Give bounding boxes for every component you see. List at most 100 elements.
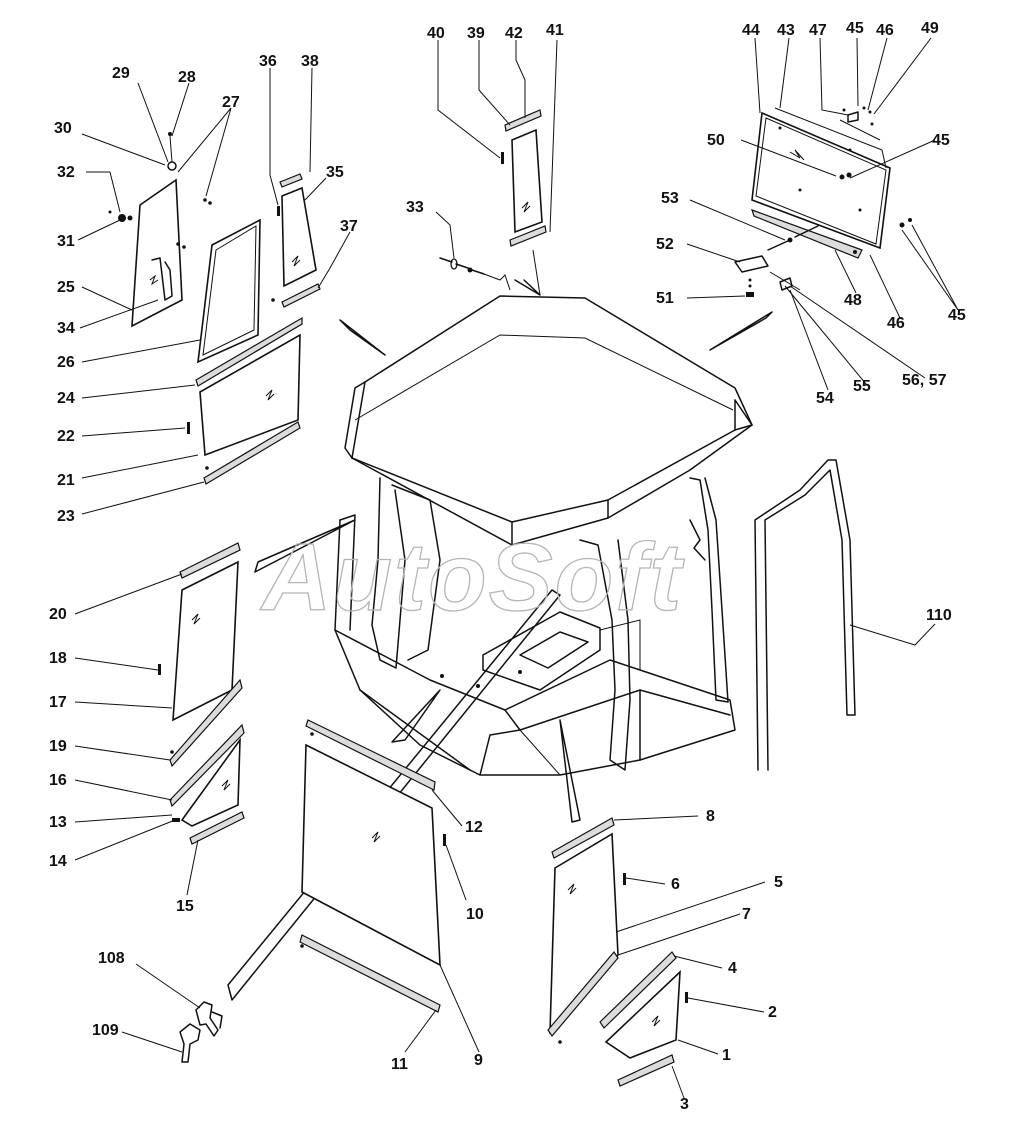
part-label-110: 110 [926, 607, 952, 624]
seal-4 [599, 951, 677, 1029]
top-center-window-group [439, 109, 547, 291]
door-hinge-bracket [689, 519, 706, 561]
clip-6 [623, 873, 626, 885]
part-label-56-57: 56, 57 [902, 372, 947, 389]
part-label-8: 8 [706, 808, 715, 825]
clip-36 [277, 206, 280, 216]
part-label-39: 39 [467, 25, 485, 42]
glass-1 [604, 970, 681, 1059]
part-label-14: 14 [49, 853, 67, 870]
part-label-3: 3 [680, 1096, 689, 1113]
seal-12 [305, 719, 436, 791]
glass-13 [180, 737, 241, 827]
part-label-4: 4 [728, 960, 737, 977]
front-window-group [299, 719, 446, 1013]
clip-2 [685, 992, 688, 1003]
part-label-48: 48 [844, 292, 862, 309]
cab-pillars [334, 477, 729, 771]
leader-lines [74, 37, 959, 1099]
part-label-46-top: 46 [876, 22, 894, 39]
part-label-15: 15 [176, 898, 194, 915]
part-label-36: 36 [259, 53, 277, 70]
part-label-35: 35 [326, 164, 344, 181]
door-handles [179, 1001, 223, 1063]
part-label-13: 13 [49, 814, 67, 831]
part-label-43: 43 [777, 22, 795, 39]
seal-37 [281, 283, 321, 308]
clip-10 [443, 834, 446, 846]
seal-20 [179, 542, 241, 579]
part-label-33: 33 [406, 199, 424, 216]
seal-42 [504, 109, 542, 132]
glass-26 [197, 218, 261, 364]
glass-44 [751, 111, 891, 250]
part-number-labels: 40 39 42 41 44 43 47 45 46 49 29 28 27 3… [49, 20, 966, 1113]
seal-11 [299, 934, 441, 1013]
right-door-window-group [547, 817, 688, 1087]
part-label-20: 20 [49, 606, 67, 623]
seal-8 [551, 817, 615, 859]
part-label-31: 31 [57, 233, 75, 250]
part-label-50: 50 [707, 132, 725, 149]
part-label-51: 51 [656, 290, 674, 307]
seal-16 [169, 723, 245, 808]
part-label-54: 54 [816, 390, 834, 407]
part-label-37: 37 [340, 218, 358, 235]
cab-roof [344, 295, 753, 546]
part-label-49: 49 [921, 20, 939, 37]
seal-38 [279, 173, 303, 188]
part-label-45-mid: 45 [932, 132, 950, 149]
part-label-32: 32 [57, 164, 75, 181]
glass-39 [511, 128, 543, 234]
part-label-44: 44 [742, 22, 760, 39]
part-label-18: 18 [49, 650, 67, 667]
part-label-5: 5 [774, 874, 783, 891]
cab-assembly [334, 295, 753, 776]
part-label-109: 109 [92, 1022, 119, 1039]
part-label-25: 25 [57, 279, 75, 296]
part-label-21: 21 [57, 472, 75, 489]
part-label-12: 12 [465, 819, 483, 836]
clip-18 [158, 664, 161, 675]
part-label-26: 26 [57, 354, 75, 371]
clip-22 [187, 422, 190, 434]
seal-3 [617, 1054, 675, 1087]
part-label-47: 47 [809, 22, 827, 39]
part-label-29: 29 [112, 65, 130, 82]
part-label-2: 2 [768, 1004, 777, 1021]
part-label-45-low: 45 [948, 307, 966, 324]
door-seal-strip-110 [754, 459, 856, 771]
part-label-19: 19 [49, 738, 67, 755]
seal-24 [195, 316, 303, 387]
part-label-55: 55 [853, 378, 871, 395]
part-label-9: 9 [474, 1052, 483, 1069]
part-51 [746, 292, 754, 297]
part-label-42: 42 [505, 25, 523, 42]
cab-floor-frame [334, 611, 736, 776]
part-label-16: 16 [49, 772, 67, 789]
part-label-40: 40 [427, 25, 445, 42]
handle-109 [179, 1023, 201, 1063]
left-upper-window-group [108, 132, 321, 485]
seal-19 [169, 678, 243, 768]
bracket-52 [734, 255, 769, 273]
part-label-23: 23 [57, 508, 75, 525]
part-label-28: 28 [178, 69, 196, 86]
seal-23 [203, 421, 301, 485]
part-label-27: 27 [222, 94, 240, 111]
part-label-11: 11 [391, 1056, 408, 1073]
part-label-6: 6 [671, 876, 680, 893]
clip-40 [501, 152, 504, 164]
handle-108 [195, 1001, 219, 1037]
frame-43 [755, 117, 887, 245]
seal-15 [189, 811, 245, 845]
glass-21 [199, 333, 301, 457]
part-label-46-low: 46 [887, 315, 905, 332]
part-label-22: 22 [57, 428, 75, 445]
part-label-41: 41 [546, 22, 564, 39]
part-label-34: 34 [57, 320, 75, 337]
glass-5 [549, 832, 619, 1035]
watermark: AutoSoft [260, 524, 685, 631]
left-middle-window-group [158, 542, 245, 845]
